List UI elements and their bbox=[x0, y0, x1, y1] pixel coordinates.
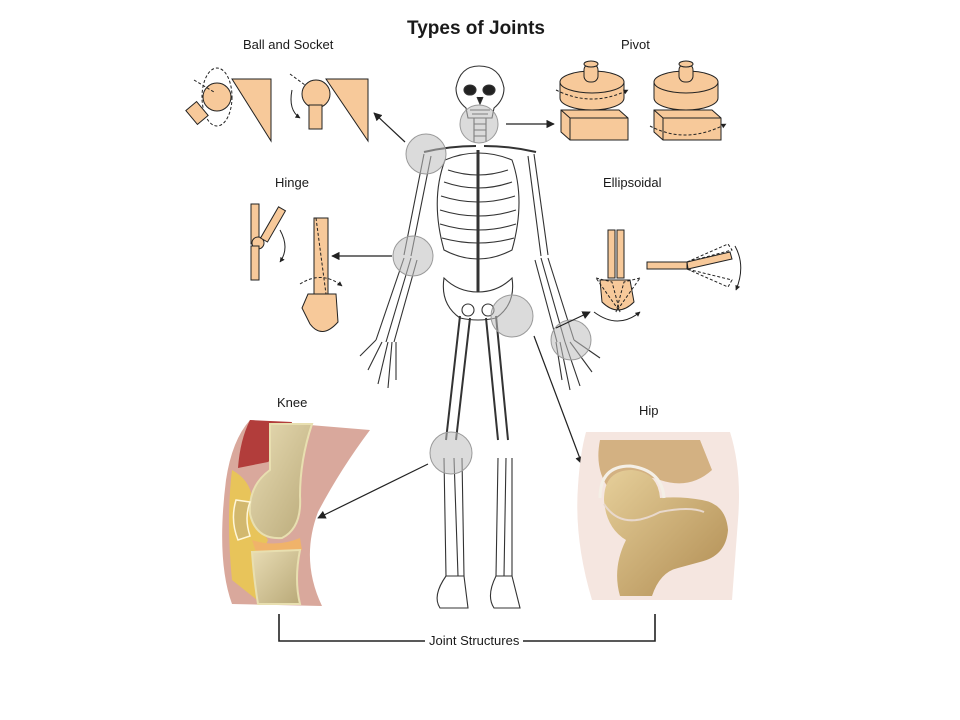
diagram-title: Types of Joints bbox=[407, 18, 545, 39]
label-knee: Knee bbox=[277, 395, 308, 410]
label-joint-structures: Joint Structures bbox=[425, 633, 524, 648]
label-hip: Hip bbox=[639, 403, 659, 418]
label-hinge: Hinge bbox=[275, 175, 309, 190]
label-ellipsoidal: Ellipsoidal bbox=[603, 175, 662, 190]
hinge-illustration bbox=[250, 203, 343, 332]
hip-cross-section bbox=[577, 432, 739, 600]
knee-cross-section bbox=[222, 420, 370, 606]
ellipsoidal-illustration bbox=[593, 229, 742, 322]
joint-markers bbox=[392, 104, 592, 475]
pivot-illustration bbox=[555, 60, 727, 141]
ball-and-socket-illustration bbox=[185, 67, 369, 143]
skeleton-figure bbox=[359, 65, 601, 609]
label-pivot: Pivot bbox=[621, 37, 650, 52]
pointer-arrows bbox=[317, 112, 591, 519]
label-ball-and-socket: Ball and Socket bbox=[243, 37, 334, 52]
